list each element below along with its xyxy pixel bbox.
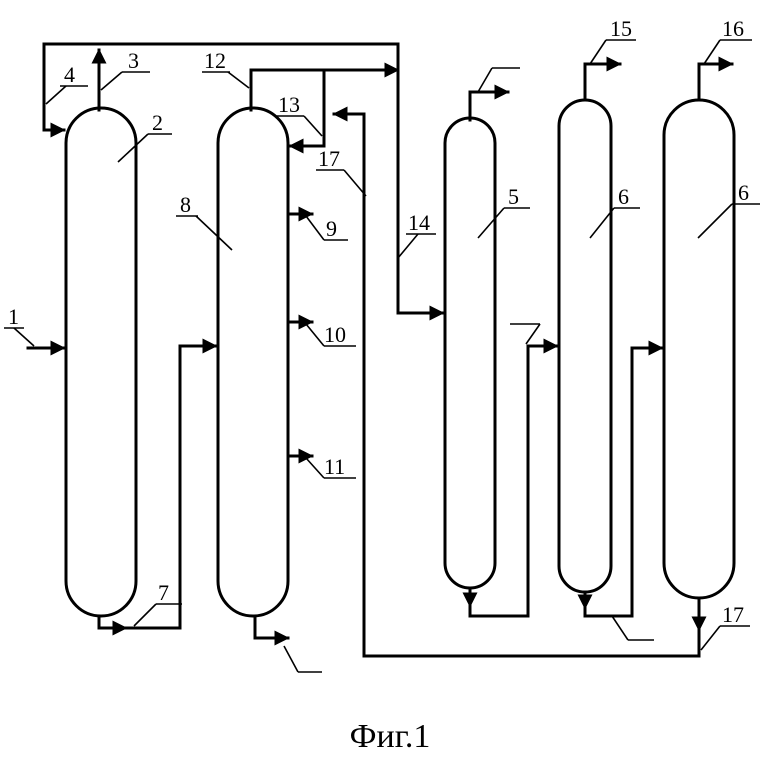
leader-17-bottom bbox=[701, 626, 720, 650]
label-stream-14: 14 bbox=[408, 210, 430, 235]
label-column-5: 5 bbox=[508, 184, 519, 209]
leader-16 bbox=[704, 40, 720, 64]
figure-caption: Фиг.1 bbox=[0, 718, 780, 756]
label-stream-4: 4 bbox=[64, 62, 75, 87]
leader-11 bbox=[306, 458, 324, 478]
label-stream-16: 16 bbox=[722, 16, 744, 41]
leader-13 bbox=[304, 116, 322, 136]
leader-col5-top bbox=[478, 68, 492, 92]
label-stream-17-bottom: 17 bbox=[722, 602, 744, 627]
label-stream-13: 13 bbox=[278, 92, 300, 117]
label-column-2: 2 bbox=[152, 110, 163, 135]
leader-col6a-feed bbox=[526, 324, 540, 344]
leader-15 bbox=[590, 40, 606, 64]
overhead-line-16 bbox=[699, 64, 732, 100]
label-column-8: 8 bbox=[180, 192, 191, 217]
overhead-line-col5 bbox=[470, 92, 508, 120]
label-stream-9: 9 bbox=[326, 216, 337, 241]
label-stream-11: 11 bbox=[324, 454, 345, 479]
leader-9 bbox=[306, 216, 324, 240]
leader-col8-bottom bbox=[284, 646, 298, 672]
leader-3 bbox=[101, 72, 122, 90]
label-column-6b: 6 bbox=[738, 180, 749, 205]
label-stream-3: 3 bbox=[128, 48, 139, 73]
leader-7 bbox=[134, 604, 156, 626]
label-column-6a: 6 bbox=[618, 184, 629, 209]
column-2 bbox=[66, 108, 136, 616]
label-stream-10: 10 bbox=[324, 322, 346, 347]
label-stream-7: 7 bbox=[158, 580, 169, 605]
leader-col6a-bottom bbox=[612, 616, 628, 640]
leader-12 bbox=[228, 72, 249, 88]
label-stream-15: 15 bbox=[610, 16, 632, 41]
bottoms-line-col8 bbox=[255, 616, 288, 638]
column-6b bbox=[664, 100, 734, 598]
leader-4 bbox=[46, 86, 66, 104]
leader-1 bbox=[14, 328, 34, 346]
column-8 bbox=[218, 108, 288, 616]
leader-14 bbox=[398, 234, 418, 258]
label-stream-12: 12 bbox=[204, 48, 226, 73]
overhead-line-15 bbox=[585, 64, 620, 100]
feed-line-14 bbox=[398, 68, 443, 313]
label-stream-1: 1 bbox=[8, 304, 19, 329]
label-stream-17-top: 17 bbox=[318, 146, 340, 171]
column-6a bbox=[559, 100, 611, 592]
leader-10 bbox=[306, 324, 324, 346]
column-5 bbox=[445, 118, 495, 588]
